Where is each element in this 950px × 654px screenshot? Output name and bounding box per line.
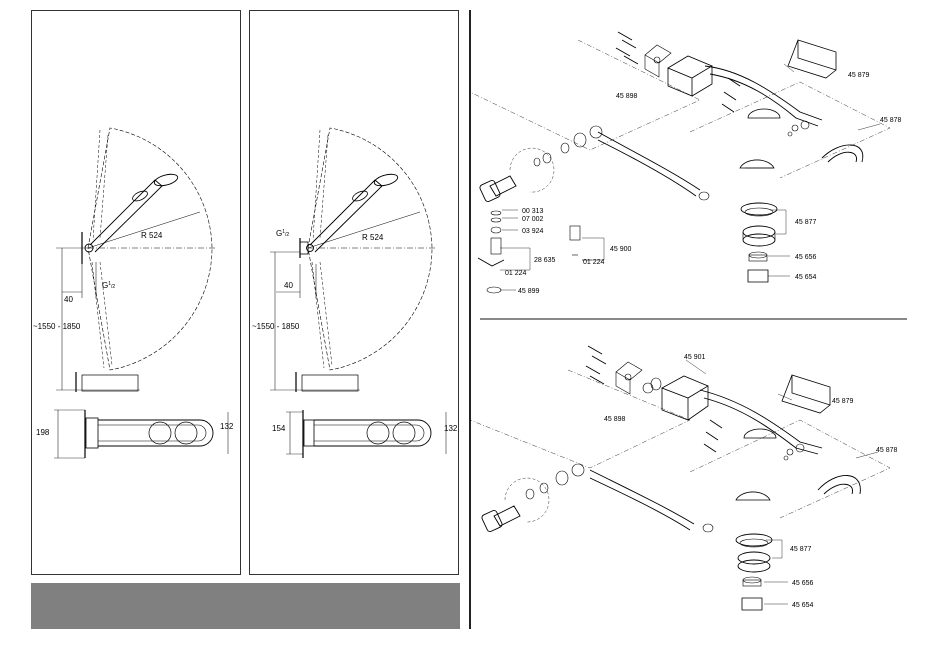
bottom-part-45901: 45 901 [684, 354, 706, 361]
left-radius-label: R 524 [141, 231, 163, 240]
middle-plan-depth-label: 132 [444, 424, 458, 433]
top-part-03924: 03 924 [522, 228, 544, 235]
bottom-part-45654: 45 654 [792, 602, 814, 609]
left-plan-width-label: 198 [36, 428, 50, 437]
bottom-part-45898: 45 898 [604, 416, 626, 423]
middle-installation-drawing [270, 128, 446, 458]
bottom-part-45878: 45 878 [876, 447, 898, 454]
top-part-45654: 45 654 [795, 274, 817, 281]
top-part-45879: 45 879 [848, 72, 870, 79]
bottom-exploded-view [470, 346, 890, 610]
left-plan-depth-label: 132 [220, 422, 234, 431]
middle-radius-label: R 524 [362, 233, 384, 242]
top-part-45899: 45 899 [518, 288, 540, 295]
middle-thread-label: G1/2 [276, 229, 289, 238]
top-exploded-view [470, 32, 890, 293]
middle-offset-label: 40 [284, 281, 293, 290]
left-installation-drawing [54, 128, 228, 458]
top-part-45898: 45 898 [616, 93, 638, 100]
bottom-part-45656: 45 656 [792, 580, 814, 587]
top-part-45878: 45 878 [880, 117, 902, 124]
top-part-45877: 45 877 [795, 219, 817, 226]
left-height-range-label: ~1550 - 1850 [33, 322, 81, 331]
top-part-01224-right: 01 224 [583, 259, 605, 266]
top-part-00313: 00 313 [522, 208, 544, 215]
bottom-part-45879: 45 879 [832, 398, 854, 405]
bottom-part-45877: 45 877 [790, 546, 812, 553]
left-offset-label: 40 [64, 295, 73, 304]
middle-height-range-label: ~1550 - 1850 [252, 322, 300, 331]
left-thread-label: G1/2 [102, 281, 115, 290]
top-part-45656: 45 656 [795, 254, 817, 261]
top-part-45900: 45 900 [610, 246, 632, 253]
middle-plan-width-label: 154 [272, 424, 286, 433]
top-part-01224-left: 01 224 [505, 270, 527, 277]
top-part-07002: 07 002 [522, 216, 544, 223]
top-part-28635: 28 635 [534, 257, 556, 264]
